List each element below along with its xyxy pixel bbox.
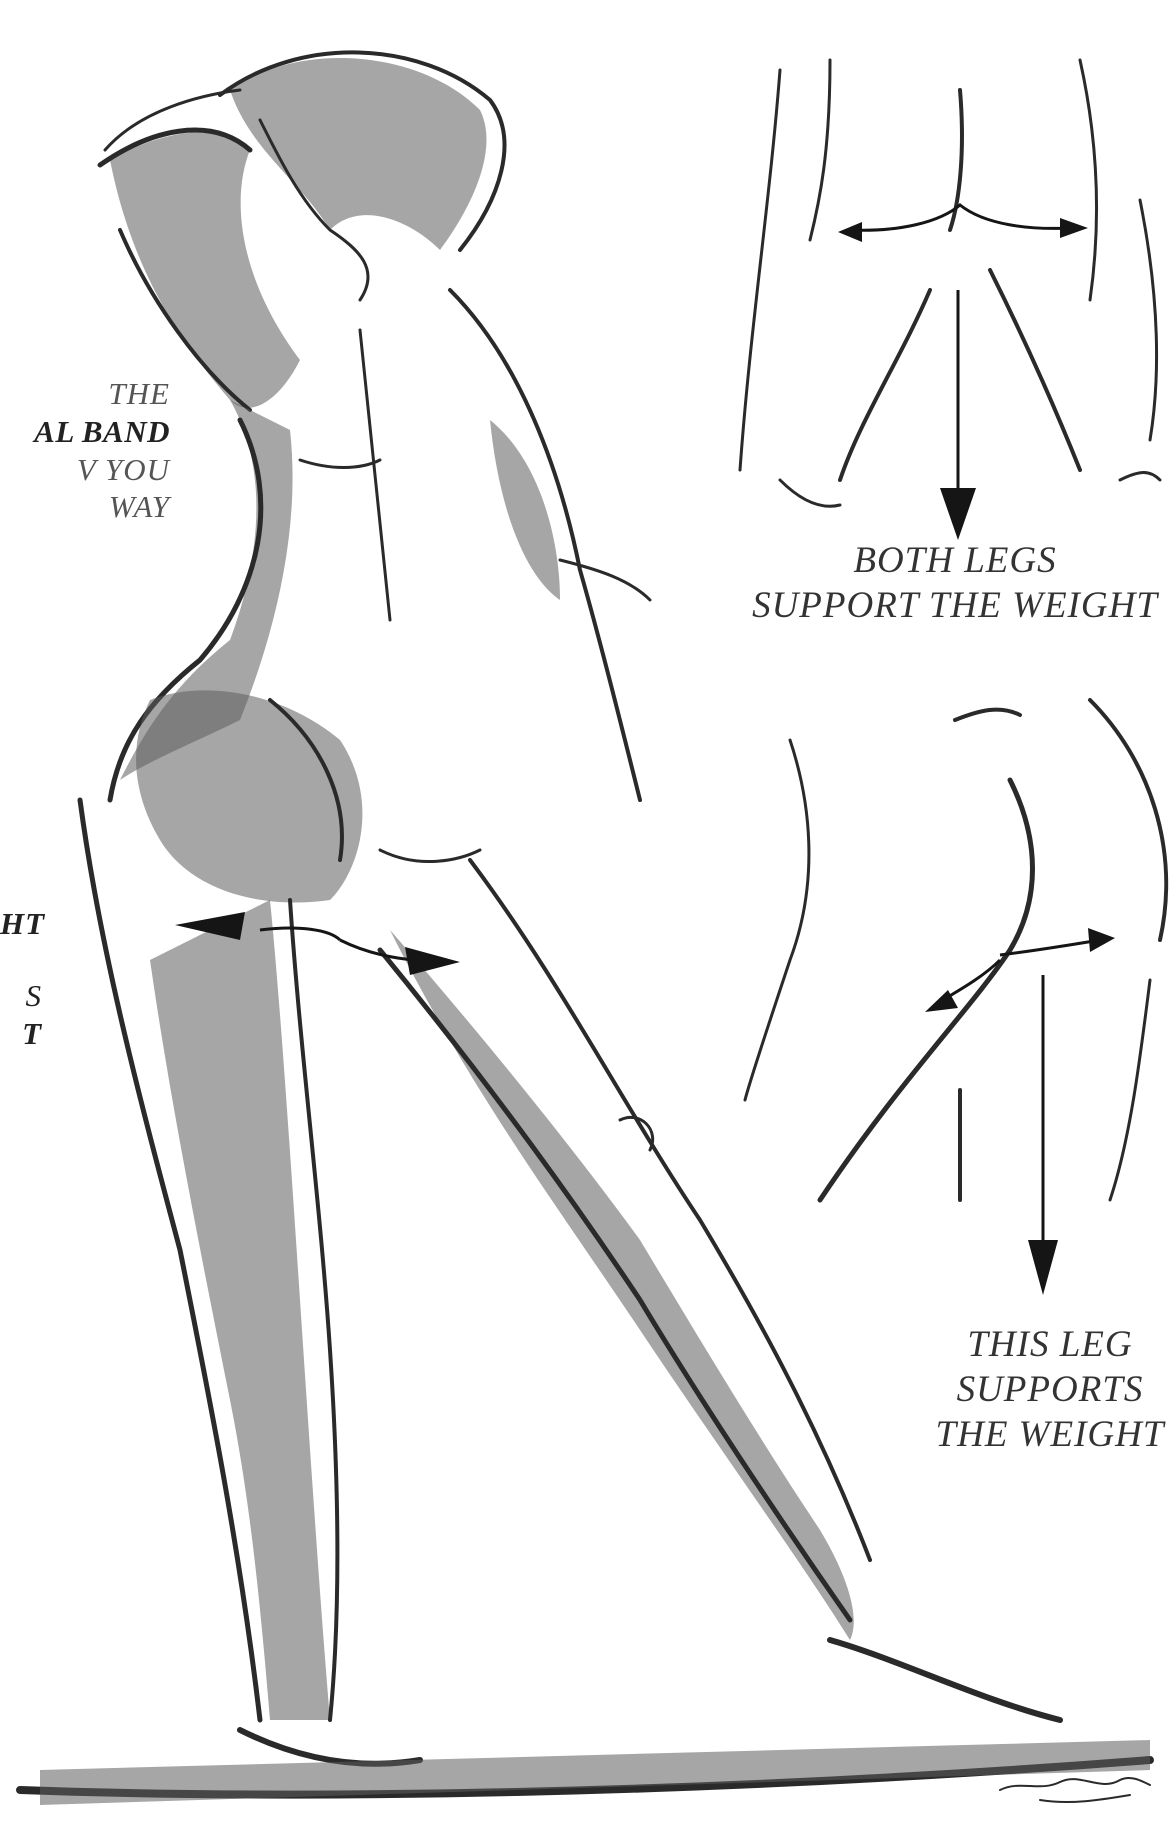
left-caption-line-3: V YOU [0,451,170,489]
standing-figure [20,52,1150,1805]
left-caption-line-1: THE [0,375,170,413]
left-weight-caption: HT S T [0,905,42,1052]
this-leg-caption: THIS LEG SUPPORTS THE WEIGHT [920,1322,1173,1457]
this-leg-line-2: SUPPORTS [920,1367,1173,1412]
left-caption-line-4: WAY [0,488,170,526]
one-leg-study [745,700,1166,1295]
artist-signature [1000,1778,1150,1802]
left-caption-line-2: AL BAND [0,413,170,451]
both-legs-line-1: BOTH LEGS [735,538,1173,583]
both-legs-caption: BOTH LEGS SUPPORT THE WEIGHT [735,538,1173,628]
left-weight-line-1: HT [0,905,42,943]
both-legs-study [740,60,1160,540]
this-leg-line-1: THIS LEG [920,1322,1173,1367]
this-leg-line-3: THE WEIGHT [920,1412,1173,1457]
left-weight-line-3: T [0,1015,42,1053]
both-legs-line-2: SUPPORT THE WEIGHT [735,583,1173,628]
left-caption: THE AL BAND V YOU WAY [0,375,170,526]
left-weight-line-2: S [0,977,42,1015]
